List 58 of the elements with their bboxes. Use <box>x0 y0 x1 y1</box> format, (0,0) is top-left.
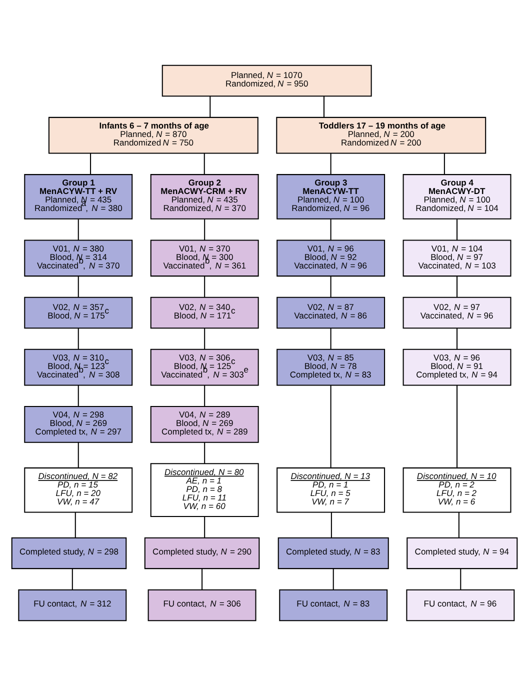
node-box: V02, N = 97 Vaccinated, N = 96 <box>402 296 512 328</box>
node-box: FU contact, N = 83 <box>279 588 388 621</box>
node-box: Planned, N = 1070 Randomized, N = 950 <box>162 64 372 96</box>
connector <box>210 96 211 117</box>
node-box: V03, N = 85 Blood, N = 78 Completed tx, N = 83 <box>276 348 386 386</box>
node-box: Completed study, N = 83 <box>278 536 389 569</box>
connector <box>202 568 203 590</box>
node-box: Infants 6 – 7 months of age Planned, N = 870 Randomized N = 750 <box>48 116 258 154</box>
node-box: V03, N = 96 Blood, N = 91 Completed tx, N = 94 <box>402 348 512 386</box>
node-box: V02, N = 87 Vaccinated, N = 86 <box>276 296 386 328</box>
connector <box>78 384 79 406</box>
connector <box>204 516 206 538</box>
connector <box>72 568 73 590</box>
node-box: V01, N = 96 Blood, N = 92 Vaccinated, N = 96 <box>276 239 386 276</box>
connector <box>330 512 332 538</box>
connector <box>204 442 206 464</box>
connector <box>204 328 206 349</box>
node-box: Discontinued, N = 13 PD, n = 1 LFU, n = 5 VW, n = 7 <box>276 466 386 512</box>
connector <box>330 328 332 349</box>
connector <box>330 384 332 468</box>
connector <box>204 218 206 240</box>
connector <box>456 276 458 297</box>
connector <box>458 512 460 538</box>
node-box: V01, N = 104 Blood, N = 97 Vaccinated, N = 103 <box>402 239 512 276</box>
connector <box>456 218 458 240</box>
connector <box>456 328 458 349</box>
node-box: Completed study, N = 290 <box>144 536 260 569</box>
connector <box>330 276 332 297</box>
node-box: Discontinued, N = 10 PD, n = 2 LFU, n = 2 VW, n = 6 <box>402 466 512 512</box>
connector <box>204 276 206 297</box>
connector <box>323 96 324 117</box>
node-box: V04, N = 298 Blood, N = 269 Completed tx, N = 297 <box>24 406 133 442</box>
connector <box>78 328 79 349</box>
node-box: V04, N = 289 Blood, N = 269 Completed tx, N = 289 <box>150 406 259 442</box>
node-box: Group 3 MenACYW-TT Planned, N = 100 Randomized, N = 96 <box>276 174 386 219</box>
node-box: Toddlers 17 – 19 months of age Planned, N = 200 Randomized N = 200 <box>276 116 486 154</box>
connector <box>204 384 206 406</box>
node-box: Group 2 MenACWY-CRM + RV Planned, N = 435 Randomized, N = 370 <box>150 174 259 219</box>
node-box: FU contact, N = 96 <box>406 588 515 621</box>
connector <box>78 276 79 297</box>
connector <box>460 568 462 590</box>
connector <box>78 442 79 468</box>
connector <box>456 384 458 468</box>
connector <box>204 152 205 174</box>
connector <box>330 218 332 240</box>
connector <box>74 512 76 538</box>
node-box: Completed study, N = 94 <box>406 536 518 569</box>
node-box: Discontinued, N = 82 PD, n = 15 LFU, n = 20 VW, n = 47 <box>24 466 133 512</box>
connector <box>444 152 445 174</box>
node-box: FU contact, N = 312 <box>18 588 127 621</box>
connector <box>90 152 92 174</box>
node-box: Completed study, N = 298 <box>11 536 127 569</box>
connector <box>78 218 79 240</box>
node-box: FU contact, N = 306 <box>148 588 256 621</box>
node-box: Group 4 MenACWY-DT Planned, N = 100 Randomized, N = 104 <box>402 174 512 219</box>
connector <box>330 152 332 174</box>
connector <box>332 568 334 590</box>
node-box: Discontinued, N = 80 AE, n = 1 PD, n = 8 LFU, n = 11 VW, n = 60 <box>150 462 259 517</box>
